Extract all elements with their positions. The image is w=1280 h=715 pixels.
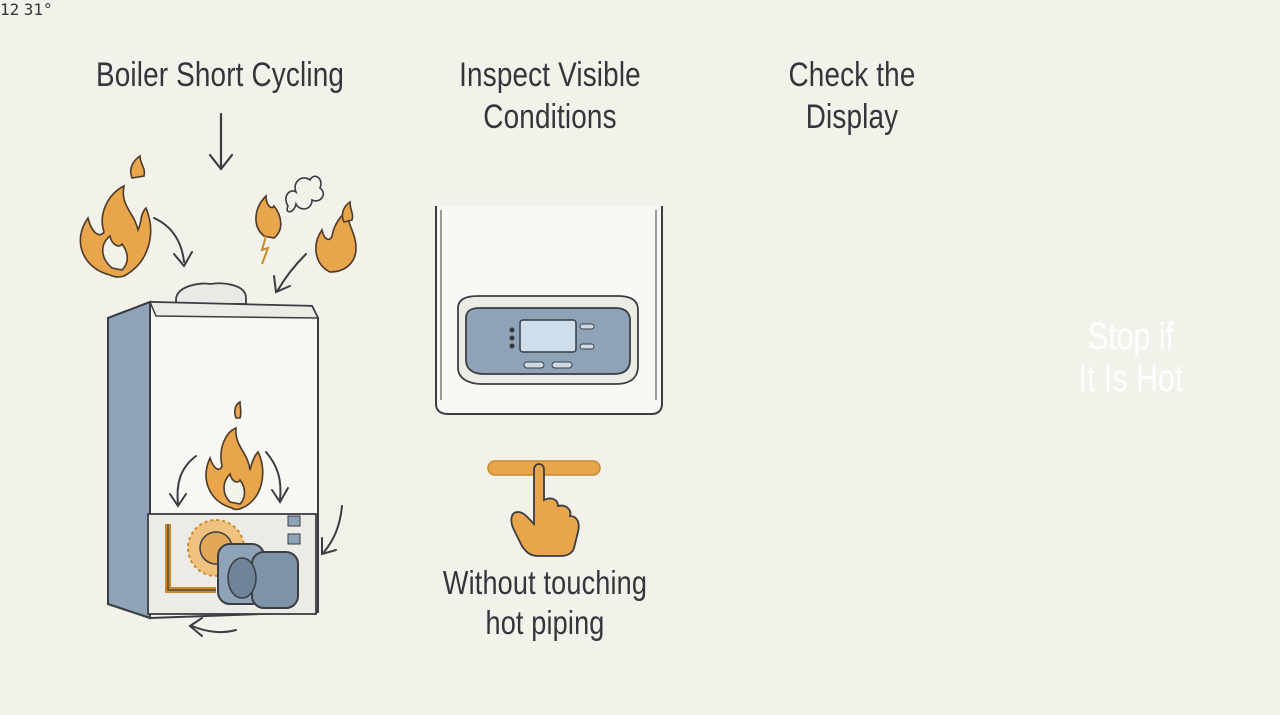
flame-icon-left	[79, 154, 152, 278]
step3-title-line2: Display	[805, 98, 899, 136]
caption-line1: Without touching	[442, 564, 648, 601]
step2-caption: Without touching hot piping	[414, 563, 676, 643]
cycle-arrows-icon	[169, 451, 343, 637]
curved-arrow-icon	[153, 217, 193, 268]
step3-title: Check the Display	[729, 54, 975, 138]
step3-title-line1: Check the	[788, 56, 916, 94]
hand-pointer-icon	[487, 460, 601, 557]
caption-line2: hot piping	[485, 604, 605, 641]
display-readout: 12 31°	[0, 0, 53, 19]
boiler-unit	[107, 282, 320, 620]
stop-sign-line1: Stop if	[1087, 316, 1175, 358]
stop-sign-label: Stop if It Is Hot	[1073, 316, 1190, 400]
smoke-icon	[285, 175, 325, 213]
step2-title-line1: Inspect Visible	[459, 56, 641, 94]
display-reading-left: 12	[0, 0, 20, 19]
curved-arrow-icon	[273, 253, 307, 294]
boiler-panel-step2	[435, 206, 663, 415]
stop-sign-line2: It Is Hot	[1078, 358, 1184, 400]
display-reading-right: 31°	[23, 0, 53, 19]
flame-icon-right	[255, 194, 357, 273]
step1-title: Boiler Short Cycling	[95, 56, 345, 94]
down-arrow-icon	[208, 112, 234, 171]
flame-icon-burner	[205, 400, 264, 511]
step2-title-line2: Conditions	[483, 98, 617, 136]
step2-title: Inspect Visible Conditions	[427, 54, 673, 138]
